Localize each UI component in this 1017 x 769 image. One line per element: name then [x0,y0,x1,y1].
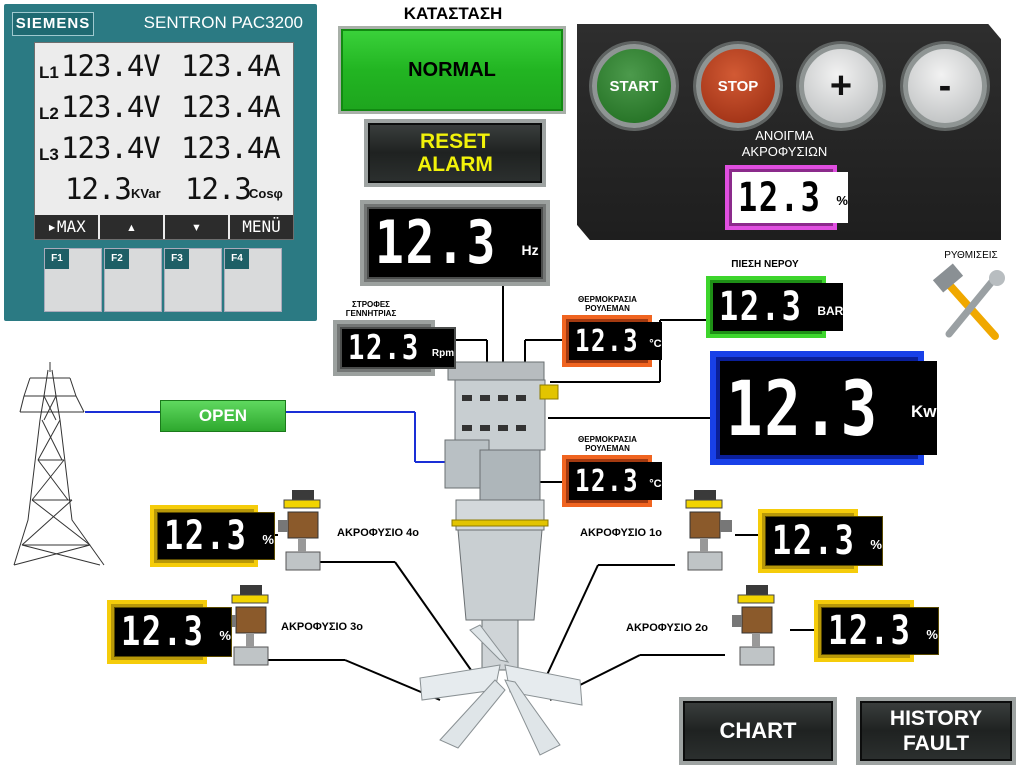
softkey-max[interactable]: ▸MAX [35,215,100,239]
nozzle-1-label: ΑΚΡΟΦΥΣΙΟ 1ο [580,527,662,539]
current-l2: 123.4A [181,90,281,124]
kvar-value: 12.3 [65,172,132,206]
nozzle-opening-display: 12.3% [725,165,848,230]
nozzle-4-display: 12.3% [150,505,275,567]
meter-row-l3: L3 123.4V 123.4A [39,131,281,165]
meter-row-l1: L1 123.4V 123.4A [39,49,281,83]
power-line [85,411,445,463]
fkey-f1[interactable]: F1 [44,248,102,312]
fkey-f3[interactable]: F3 [164,248,222,312]
nozzle-2-display: 12.3% [814,600,939,662]
breaker-open-button[interactable]: OPEN [160,400,286,432]
current-l3: 123.4A [181,131,281,165]
plus-button[interactable]: + [799,44,883,128]
softkey-up[interactable]: ▴ [100,215,165,239]
meter-row-l2: L2 123.4V 123.4A [39,90,281,124]
nozzle-3-label: ΑΚΡΟΦΥΣΙΟ 3ο [281,621,363,633]
valve-icons [226,490,775,666]
water-pressure-label: ΠΙΕΣΗ ΝΕΡΟΥ [731,259,799,270]
status-indicator-normal[interactable]: NORMAL [338,26,566,114]
turbine-generator-icon [419,361,583,756]
settings-tools-icon [932,263,1005,340]
bearing-temp-top-display: 12.3°C [562,315,662,367]
frequency-unit: Hz [521,242,539,258]
reset-alarm-button[interactable]: RESET ALARM [364,119,546,187]
status-title: ΚΑΤΑΣΤΑΣΗ [403,4,503,23]
nozzle-2-label: ΑΚΡΟΦΥΣΙΟ 2ο [626,622,708,634]
softkey-down[interactable]: ▾ [165,215,230,239]
stop-button[interactable]: STOP [696,44,780,128]
meter-brand: SIEMENS [12,12,94,36]
nozzle-1-display: 12.3% [758,509,883,573]
settings-label[interactable]: ΡΥΘΜΙΣΕΙΣ [944,250,998,261]
nozzle-opening-caption: ΑΝΟΙΓΜΑ ΑΚΡΟΦΥΣΙΩΝ [741,128,828,159]
kvar-unit: KVar [131,186,161,201]
nozzle-4-label: ΑΚΡΟΦΥΣΙΟ 4ο [337,527,419,539]
softkey-menu[interactable]: MENÜ [242,217,281,236]
bearing-temp-bottom-display: 12.3°C [562,455,662,507]
power-meter-panel: SIEMENS SENTRON PAC3200 L1 123.4V 123.4A… [4,4,317,321]
chart-button[interactable]: CHART [679,697,837,765]
cos-unit: Cosφ [249,186,283,201]
meter-model: SENTRON PAC3200 [143,13,303,32]
minus-button[interactable]: - [903,44,987,128]
history-fault-button[interactable]: HISTORY FAULT [856,697,1016,765]
fkey-f4[interactable]: F4 [224,248,282,312]
transmission-tower-icon [13,362,105,566]
nozzle-3-display: 12.3% [107,600,232,664]
meter-screen: L1 123.4V 123.4A L2 123.4V 123.4A L3 123… [34,42,294,240]
start-button[interactable]: START [592,44,676,128]
control-panel: START STOP + - ΑΝΟΙΓΜΑ ΑΚΡΟΦΥΣΙΩΝ 12.3% [577,24,1001,240]
voltage-l2: 123.4V [61,90,161,124]
voltage-l1: 123.4V [61,49,161,83]
meter-row-power: 12.3 KVar 12.3 Cosφ [39,172,291,212]
fkey-f2[interactable]: F2 [104,248,162,312]
current-l1: 123.4A [181,49,281,83]
voltage-l3: 123.4V [61,131,161,165]
meter-softkey-bar: ▸MAX ▴ ▾ MENÜ [35,215,293,239]
cos-value: 12.3 [185,172,252,206]
